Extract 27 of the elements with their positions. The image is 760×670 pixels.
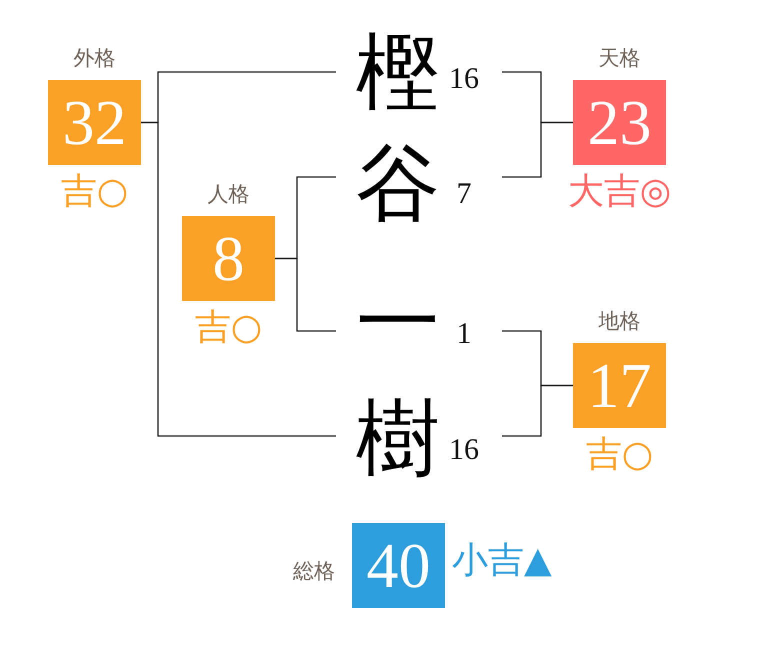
score-number: 32 — [62, 90, 126, 154]
fortune-label: 大吉◎ — [568, 174, 672, 210]
fortune-label: 吉○ — [586, 437, 654, 473]
connector-line — [141, 122, 336, 437]
name-character: 谷 — [356, 141, 440, 225]
name-character: 樹 — [356, 396, 440, 480]
grade-label: 総格 — [293, 561, 335, 582]
grade-label: 地格 — [598, 311, 640, 332]
grade-label: 人格 — [208, 184, 250, 205]
fortune-label: 吉○ — [194, 310, 262, 346]
score-number: 17 — [588, 354, 652, 418]
stroke-count: 7 — [456, 179, 472, 209]
name-character: 樫 — [356, 30, 440, 114]
connector-line — [502, 384, 573, 437]
score-number: 8 — [212, 226, 244, 290]
connector-line — [502, 122, 573, 178]
fortune-label: 吉○ — [60, 174, 128, 210]
fortune-label: 小吉▲ — [452, 543, 552, 579]
score-number: 23 — [588, 90, 652, 154]
grade-label: 外格 — [74, 48, 116, 69]
name-character: 一 — [356, 280, 440, 364]
stroke-count: 16 — [449, 64, 479, 94]
stroke-count: 16 — [449, 435, 479, 465]
connector-line — [275, 258, 336, 332]
score-number: 40 — [366, 534, 430, 598]
stroke-count: 1 — [456, 319, 472, 349]
grade-label: 天格 — [598, 48, 640, 69]
